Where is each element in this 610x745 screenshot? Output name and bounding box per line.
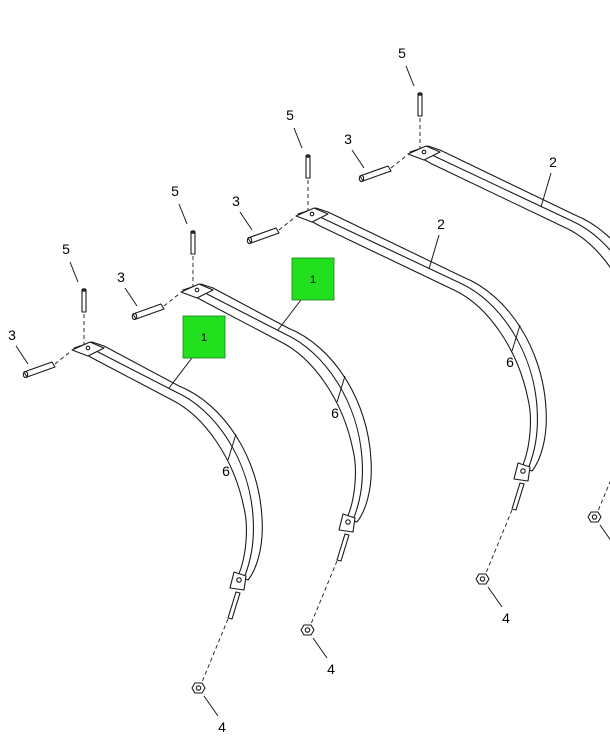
- callout-strap-arc: 6: [506, 354, 514, 370]
- bracket-hole: [85, 345, 91, 351]
- spacer-leader: [15, 345, 29, 365]
- callout-spacer: 3: [8, 327, 16, 343]
- nut-bore: [195, 685, 202, 691]
- nut-bore: [591, 514, 598, 520]
- strap-bracket: [71, 341, 105, 357]
- spacer-end: [246, 236, 253, 245]
- nut-leader: [487, 586, 503, 608]
- strap-liner-edge: [433, 155, 610, 252]
- highlight-label: 1: [201, 332, 207, 344]
- spacer-leader: [239, 211, 253, 231]
- strap-assembly-2: 5 3 1 6 4: [117, 183, 372, 677]
- callout-spacer: 3: [344, 131, 352, 147]
- callout-nut: 4: [502, 610, 510, 626]
- bolt: [305, 155, 311, 179]
- rod-axis-line: [201, 618, 229, 683]
- callout-bolt: 5: [286, 107, 294, 123]
- bolt-leader: [69, 261, 79, 283]
- arc-leader: [336, 375, 346, 403]
- threaded-rod: [336, 533, 350, 562]
- strap-liner-edge: [97, 351, 254, 579]
- callout-strap: 2: [437, 216, 445, 232]
- highlight-box: [182, 315, 226, 359]
- arc-leader: [511, 324, 521, 352]
- spacer: [132, 303, 165, 320]
- strap-leader: [428, 234, 440, 270]
- spacer: [359, 165, 392, 182]
- clevis-hole: [345, 519, 351, 525]
- bolt-leader: [178, 203, 188, 225]
- callout-nut: 4: [327, 661, 335, 677]
- callout-strap-arc: 6: [222, 463, 230, 479]
- callout-bolt: 5: [398, 45, 406, 61]
- spacer: [23, 361, 56, 378]
- strap-body: [73, 341, 263, 581]
- bolt: [417, 93, 423, 117]
- clevis-hole: [520, 468, 526, 474]
- callout-bolt: 5: [171, 183, 179, 199]
- spacer-end: [22, 370, 29, 379]
- bolt-head: [190, 230, 196, 234]
- callout-strap: 2: [549, 154, 557, 170]
- strap-liner-edge: [321, 217, 538, 470]
- strap-body: [409, 145, 610, 269]
- highlight-label: 1: [310, 274, 316, 286]
- strap-body: [297, 207, 547, 472]
- callout-spacer: 3: [117, 269, 125, 285]
- strap-clevis: [513, 462, 531, 482]
- nut: [475, 573, 490, 585]
- spacer-axis-line: [278, 217, 295, 231]
- bracket-hole: [421, 149, 427, 155]
- nut: [191, 682, 206, 694]
- bracket-hole: [309, 211, 315, 217]
- clevis-hole: [236, 577, 242, 583]
- strap-body: [182, 283, 372, 523]
- spacer-leader: [351, 149, 365, 169]
- nut-leader: [203, 695, 219, 717]
- spacer-axis-line: [54, 351, 71, 365]
- bolt-head: [305, 154, 311, 158]
- strap-clevis: [338, 513, 356, 533]
- strap-assembly-3: 5 3 2 6 4: [232, 107, 547, 626]
- threaded-rod: [511, 482, 525, 511]
- bolt: [190, 231, 196, 255]
- rod-axis-line: [310, 560, 338, 625]
- callout-nut: 4: [218, 719, 226, 735]
- strap-bracket: [180, 283, 214, 299]
- strap-clevis: [229, 571, 247, 591]
- bolt-leader: [405, 65, 415, 87]
- rod-axis-line: [485, 509, 513, 574]
- rod-axis-line: [597, 480, 610, 512]
- nut-leader: [599, 524, 610, 541]
- nut: [587, 511, 602, 523]
- callout-strap-arc: 6: [331, 405, 339, 421]
- spacer-leader: [124, 287, 138, 307]
- bolt-head: [417, 92, 423, 96]
- callout-spacer: 3: [232, 193, 240, 209]
- bolt-head: [81, 288, 87, 292]
- nut-bore: [304, 627, 311, 633]
- nut-leader: [312, 637, 328, 659]
- strap-bracket: [295, 207, 329, 223]
- spacer-end: [131, 312, 138, 321]
- threaded-rod: [227, 591, 241, 620]
- strap-liner-edge: [206, 293, 363, 521]
- spacer-end: [358, 174, 365, 183]
- callout-bolt: 5: [62, 241, 70, 257]
- strap-bracket: [407, 145, 441, 161]
- nut-bore: [479, 576, 486, 582]
- arc-leader: [227, 433, 237, 461]
- highlight-box: [291, 257, 335, 301]
- nut: [300, 624, 315, 636]
- strap-assembly-1: 5 3 1 6 4: [8, 241, 263, 735]
- spacer-axis-line: [390, 155, 407, 169]
- bolt-leader: [293, 127, 303, 149]
- bolt: [81, 289, 87, 313]
- strap-leader: [540, 172, 552, 208]
- bracket-hole: [194, 287, 200, 293]
- spacer: [247, 227, 280, 244]
- spacer-axis-line: [163, 293, 180, 307]
